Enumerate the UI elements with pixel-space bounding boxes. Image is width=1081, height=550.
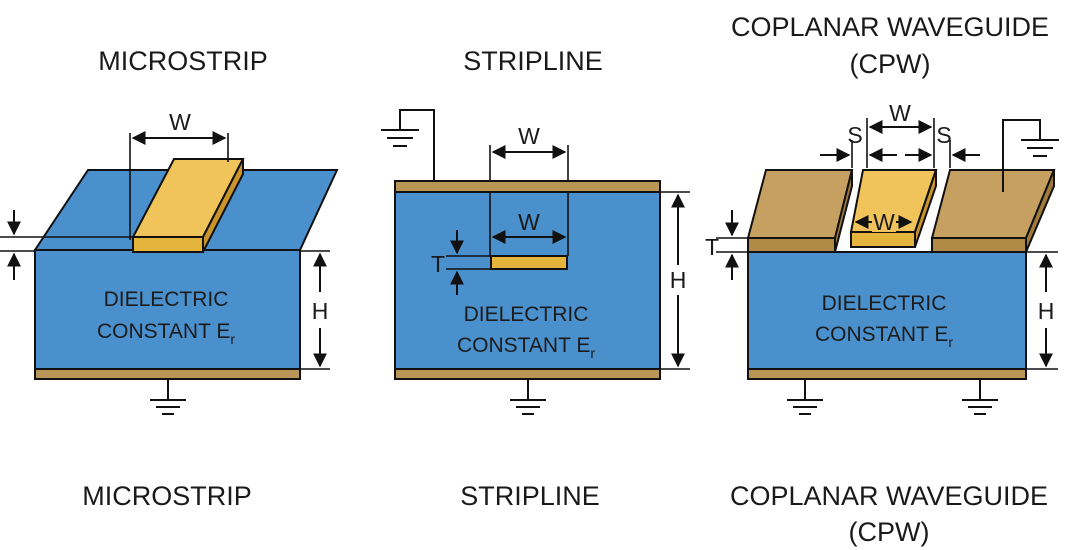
cpw-h-label: H [1038,298,1055,324]
stripline-dielectric-line2: CONSTANT Er [457,334,595,361]
stripline-w-label-upper: W [518,123,540,149]
stripline-top-ground-symbol-icon [381,129,419,147]
microstrip-title-bottom: MICROSTRIP [82,481,252,511]
cpw-s-label-left: S [847,122,862,148]
stripline-center-strip [490,255,568,270]
cpw-bottom-ground-plane [747,368,1027,380]
cpw-title-bottom-line1: COPLANAR WAVEGUIDE [730,481,1048,511]
cpw-left-ground-front [747,237,836,253]
stripline-top-ground-wire [399,109,435,181]
microstrip-ground-symbol-icon [150,379,186,415]
cpw-bottom-ground-symbol-left-icon [787,379,823,415]
microstrip-panel: MICROSTRIP W H DIELECTRIC CONSTANT Er [0,46,339,511]
stripline-bottom-ground-plane [394,368,661,380]
cpw-dielectric-line1: DIELECTRIC [822,292,947,315]
cpw-dielectric-body [747,251,1027,371]
stripline-t-label: T [431,251,445,277]
microstrip-trace-front [132,236,204,253]
microstrip-h-label: H [312,298,329,324]
cpw-bottom-ground-symbol-right-icon [962,379,998,415]
stripline-title-bottom: STRIPLINE [460,481,600,511]
stripline-bottom-ground-symbol-icon [510,379,546,415]
stripline-top-ground-plane [394,180,661,193]
cpw-top-ground-symbol-icon [1021,139,1059,157]
cpw-w-label-inner: W [873,209,895,235]
stripline-panel: STRIPLINE W W T H DIELECTRIC CONST [381,46,690,511]
cpw-w-label-upper: W [889,100,911,126]
cpw-right-ground-front [931,237,1027,253]
cpw-t-label: T [705,234,719,260]
microstrip-ground-plane [34,368,301,380]
cpw-title-top-line2: (CPW) [850,49,931,79]
microstrip-w-label: W [169,109,191,135]
cpw-panel: COPLANAR WAVEGUIDE (CPW) W W S [705,12,1059,547]
cpw-title-bottom-line2: (CPW) [849,517,930,547]
cpw-s-label-right: S [936,122,951,148]
stripline-w-label-inner: W [518,209,540,235]
microstrip-dielectric-body [34,249,301,371]
microstrip-title-top: MICROSTRIP [98,46,268,76]
stripline-dielectric-line1: DIELECTRIC [464,303,589,326]
cpw-title-top-line1: COPLANAR WAVEGUIDE [731,12,1049,42]
cpw-left-ground-top [746,169,854,239]
cpw-top-ground-wire [1002,119,1041,192]
stripline-title-top: STRIPLINE [463,46,603,76]
stripline-h-label: H [670,267,687,293]
cpw-w-inner-label-bg [872,210,896,232]
cpw-dielectric-line2: CONSTANT Er [815,323,953,350]
microstrip-dielectric-line1: DIELECTRIC [104,288,229,311]
microstrip-dielectric-line2: CONSTANT Er [97,320,235,347]
